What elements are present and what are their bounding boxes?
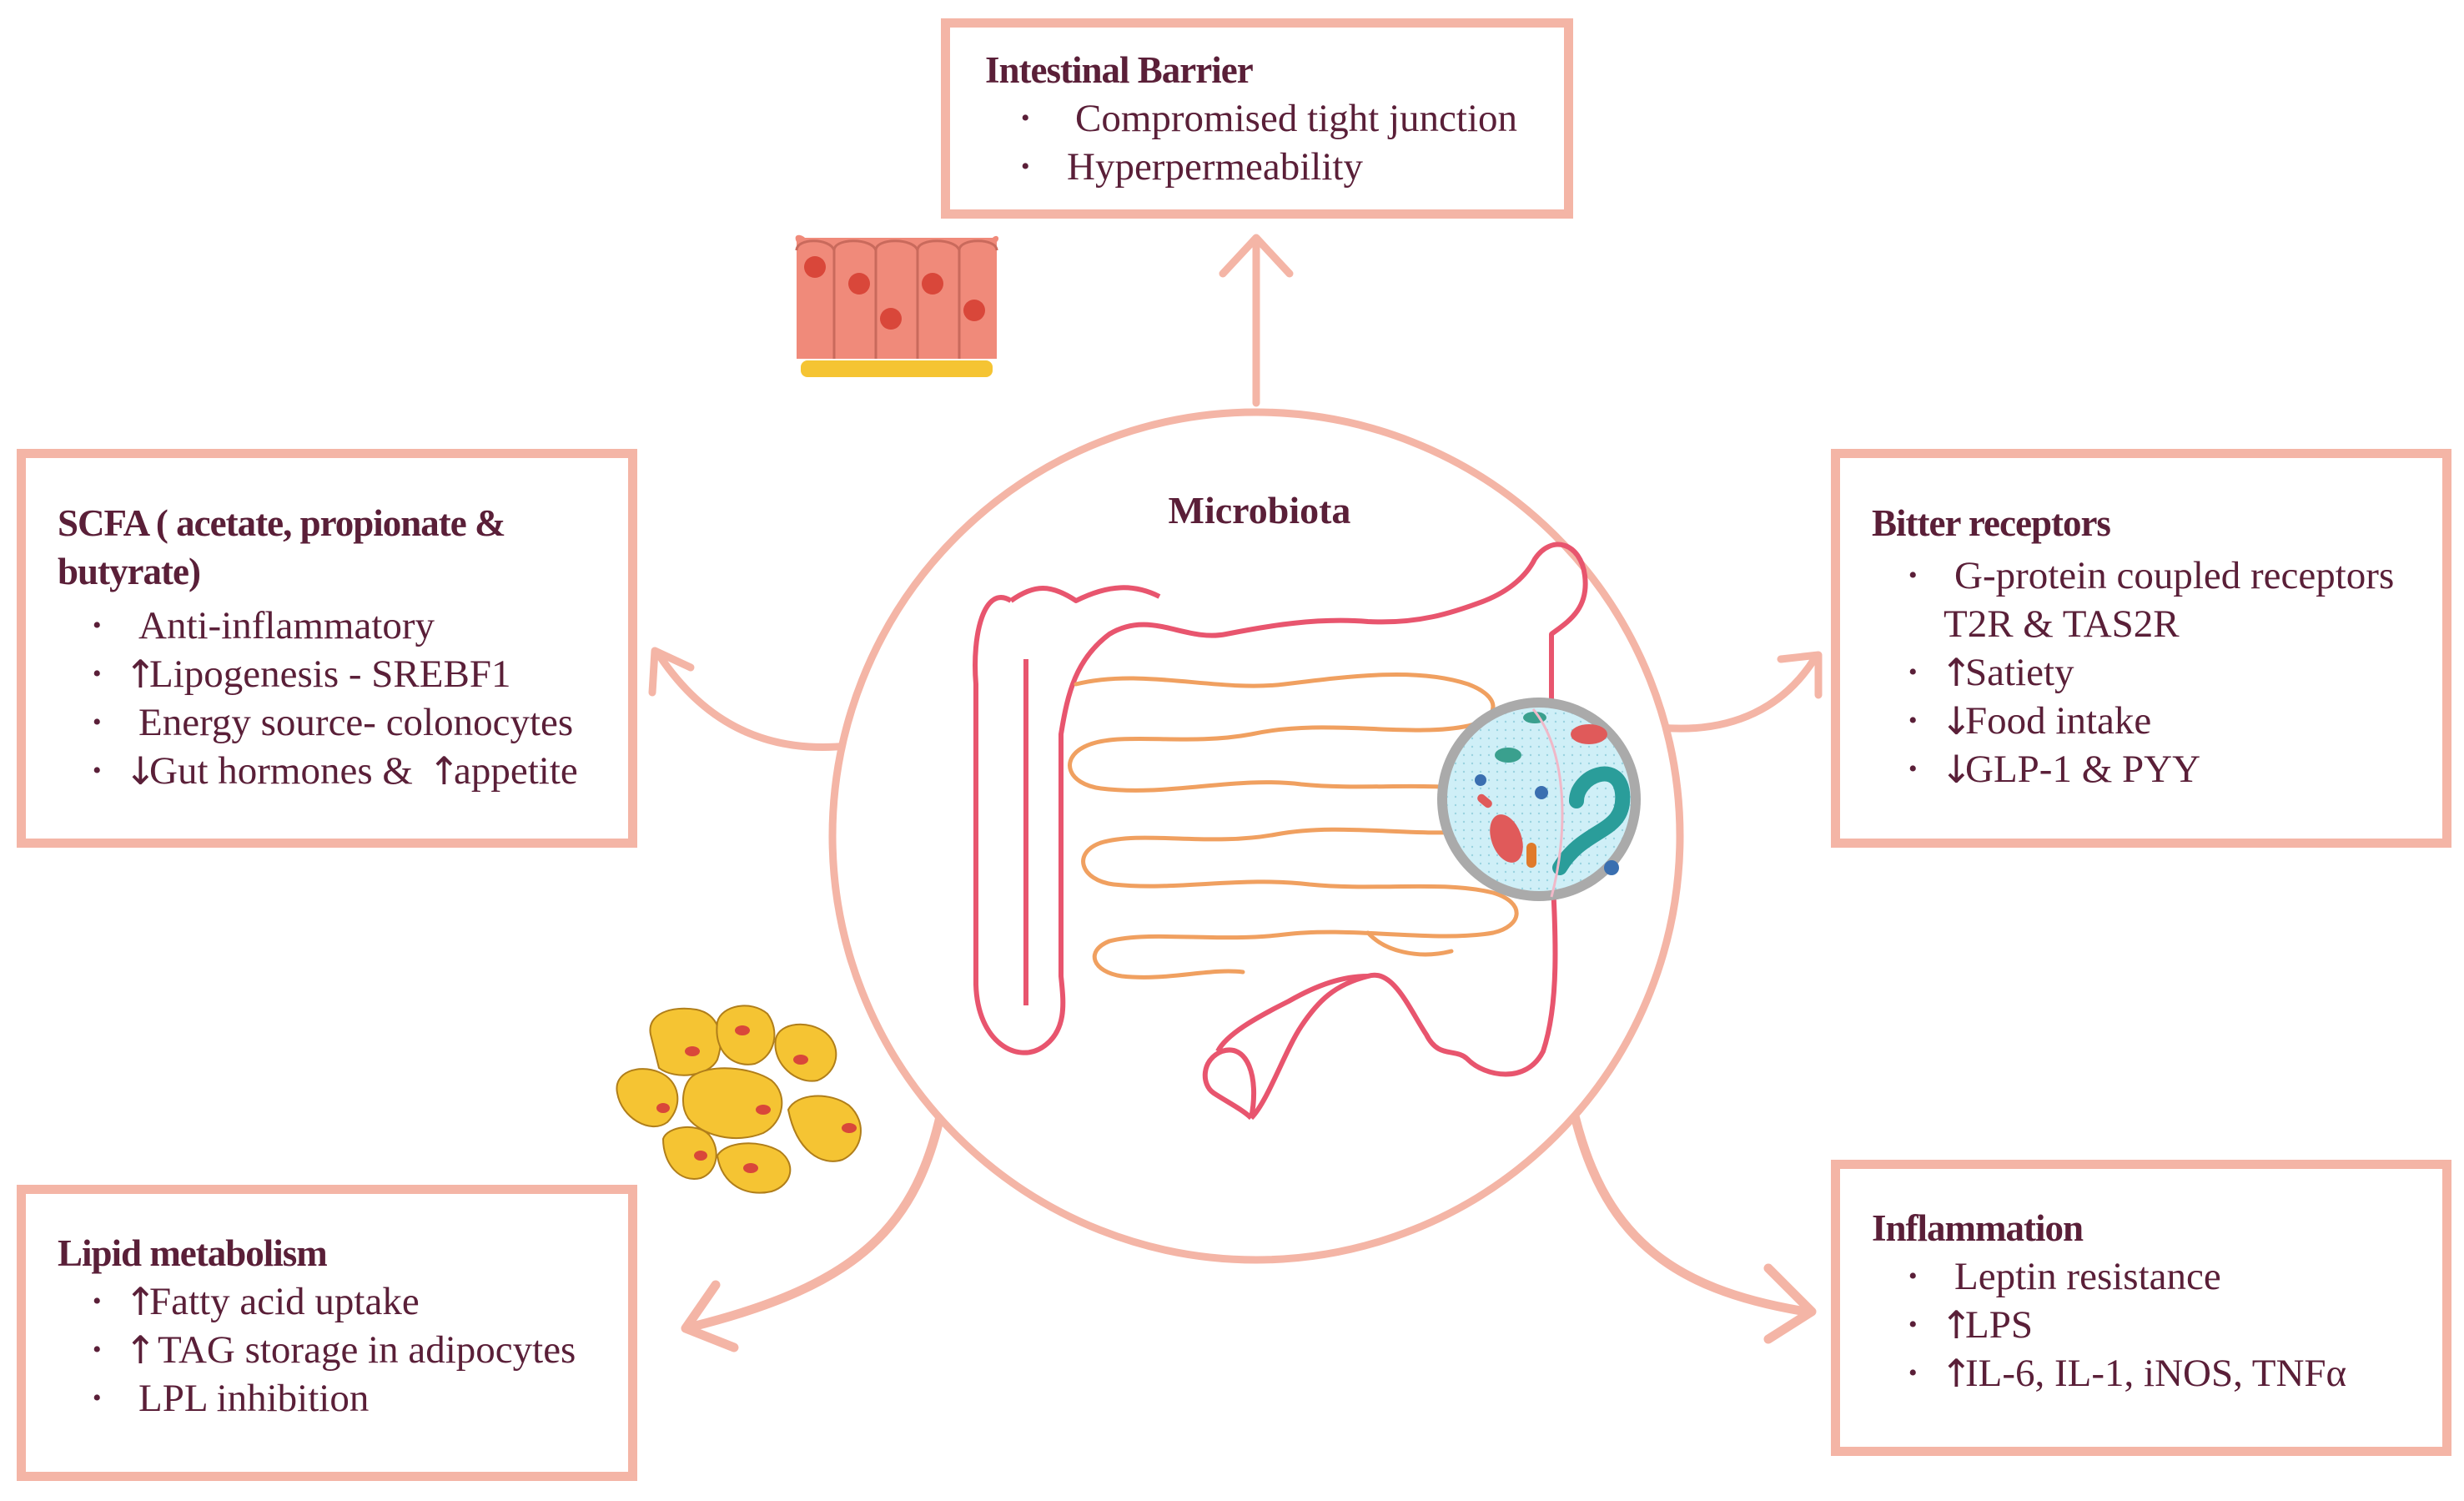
inflammation-title: Inflammation xyxy=(1872,1207,2084,1249)
down-arrow-icon: ↓ xyxy=(1940,747,1973,792)
bitter-receptors-box: Bitter receptors •G-protein coupled rece… xyxy=(1831,449,2451,848)
arrow-to-lipid-metabolism xyxy=(681,1101,948,1352)
scfa-box: SCFA ( acetate, propionate & butyrate) •… xyxy=(17,449,637,848)
up-arrow-icon: ↑ xyxy=(124,652,157,697)
up-arrow-icon: ↑ xyxy=(1940,650,1973,695)
arrow-to-scfa xyxy=(648,647,859,751)
epithelium-illustration xyxy=(795,234,999,377)
arrow-to-bitter-receptors xyxy=(1656,651,1823,733)
lipid-metabolism-title: Lipid metabolism xyxy=(58,1232,328,1274)
up-arrow-icon: ↑ xyxy=(124,1279,157,1324)
bacteria-dish-illustration xyxy=(1437,698,1641,901)
bitter-receptors-title: Bitter receptors xyxy=(1872,502,2111,544)
inflammation-box: Inflammation •Leptin resistance •↑LPS •↑… xyxy=(1831,1160,2451,1456)
lipid-metabolism-box: Lipid metabolism •↑Fatty acid uptake •↑T… xyxy=(17,1185,637,1481)
down-arrow-icon: ↓ xyxy=(124,748,157,793)
arrow-to-intestinal-barrier xyxy=(1219,234,1294,407)
arrow-to-inflammation xyxy=(1567,1101,1817,1344)
up-arrow-icon: ↑ xyxy=(1940,1302,1973,1347)
scfa-title-line1: SCFA ( acetate, propionate & xyxy=(58,502,505,544)
up-arrow-icon: ↑ xyxy=(124,1327,157,1373)
intestinal-barrier-box: Intestinal Barrier •Compromised tight ju… xyxy=(941,18,1573,219)
scfa-title-line2: butyrate) xyxy=(58,551,201,592)
down-arrow-icon: ↓ xyxy=(1940,698,1973,743)
up-arrow-icon: ↑ xyxy=(1940,1351,1973,1396)
intestinal-barrier-title: Intestinal Barrier xyxy=(985,49,1254,91)
adipocytes-illustration xyxy=(616,1005,862,1194)
large-intestine-illustration xyxy=(973,541,1588,1121)
up-arrow-icon: ↑ xyxy=(428,748,460,793)
microbiota-title: Microbiota xyxy=(1168,489,1351,531)
